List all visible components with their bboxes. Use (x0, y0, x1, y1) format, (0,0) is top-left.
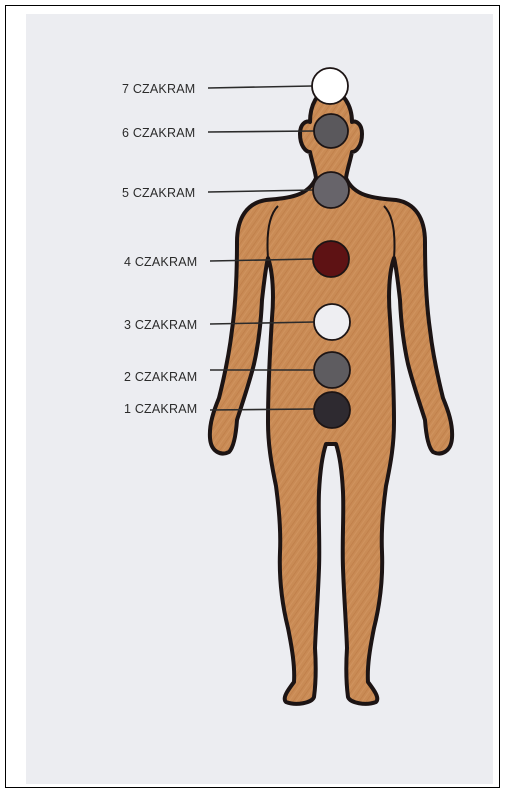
chakra-2-circle (314, 352, 350, 388)
chakra-6-label: 6 CZAKRAM (122, 126, 195, 140)
chakra-4-label: 4 CZAKRAM (124, 255, 197, 269)
chakra-3-label: 3 CZAKRAM (124, 318, 197, 332)
chakra-1-label: 1 CZAKRAM (124, 402, 197, 416)
leader-line-5 (208, 190, 314, 192)
leader-line-7 (208, 86, 312, 88)
chakra-2-label: 2 CZAKRAM (124, 370, 197, 384)
chakra-4-circle (313, 241, 349, 277)
leader-line-6 (208, 131, 314, 132)
chakra-7-label: 7 CZAKRAM (122, 82, 195, 96)
chakra-7-circle (312, 68, 348, 104)
chakra-1-circle (314, 392, 350, 428)
chakra-6-circle (314, 114, 348, 148)
leader-line-1 (210, 409, 314, 410)
chakra-5-circle (313, 172, 349, 208)
chakra-5-label: 5 CZAKRAM (122, 186, 195, 200)
chakra-3-circle (314, 304, 350, 340)
